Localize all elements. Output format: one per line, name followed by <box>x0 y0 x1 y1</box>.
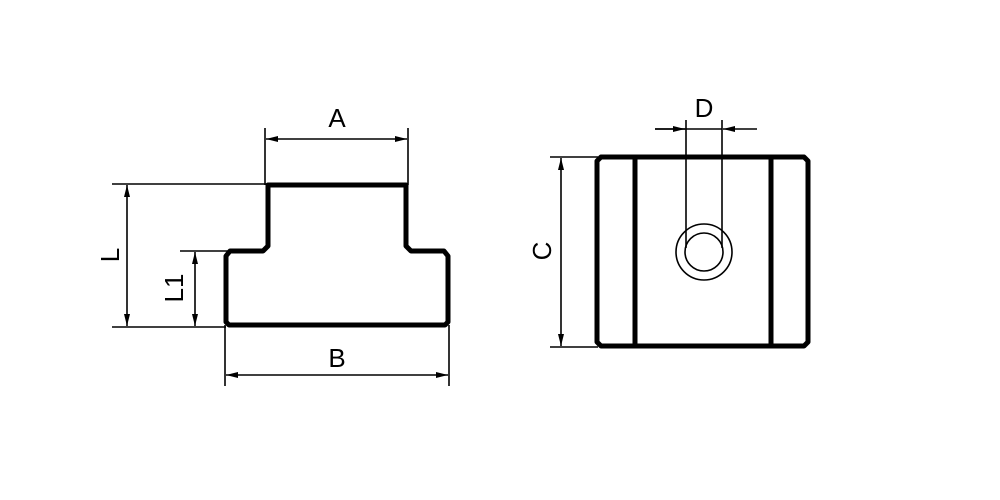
dim-b-label: B <box>328 343 345 373</box>
thread-outer-circle <box>675 223 733 281</box>
thread-inner-circle <box>684 232 724 272</box>
top-view: D C <box>527 93 811 349</box>
dim-a-label: A <box>328 103 346 133</box>
dim-l-label: L <box>95 248 125 262</box>
side-view: A L L1 B <box>95 103 451 386</box>
dim-l1-label: L1 <box>159 274 189 303</box>
side-view-outline <box>223 182 451 328</box>
dim-d-label: D <box>695 93 714 123</box>
top-view-outline <box>594 154 811 349</box>
dim-c-label: C <box>527 242 557 261</box>
